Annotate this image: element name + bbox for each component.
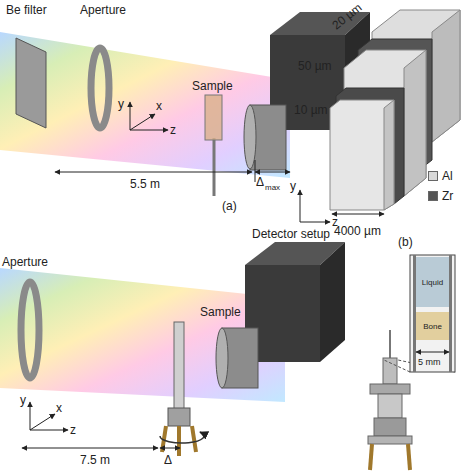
region-label: Liquid [422,278,443,287]
label: Aperture [2,256,48,268]
axis-z [130,130,168,131]
label: Sample [192,80,233,92]
label: z [170,124,176,136]
holder-part [374,418,406,436]
label: max [265,184,280,192]
label: y [20,394,26,406]
al-block-side [384,100,394,210]
al-block [330,100,394,210]
sample-plate [205,95,222,140]
label: (b) [398,236,413,248]
tube-wall [449,255,452,372]
axis-z [30,430,68,431]
x-ray-beam [0,32,290,178]
sample-tube [174,322,184,412]
dimension-line [160,448,180,449]
holder-part [383,358,397,384]
step-wedge [330,10,460,210]
axis-x [30,414,55,430]
region-label: Bone [423,322,442,331]
holder-capillary [389,330,391,360]
label: z [332,216,338,228]
al-step-side [432,10,460,142]
label: 7.5 m [80,454,110,466]
dimension-line [332,214,384,215]
dimension-line [416,352,449,353]
label: 10 µm [294,104,328,116]
label: 50 µm [298,60,332,72]
label: 4000 µm [334,225,381,237]
holder-flange [370,384,410,394]
axis-y [130,102,131,130]
holder-base [368,436,412,444]
detector-side [320,242,345,362]
legend-entry: Al [428,170,468,184]
rotation-arrow [160,432,204,443]
al-step-side [404,50,426,196]
dimension-tick [255,160,256,182]
label: y [118,98,124,110]
label: 5 mm [418,358,441,367]
label: Aperture [80,4,126,16]
label: x [156,100,162,112]
label: y [290,180,296,192]
axis-y [30,402,31,430]
holder-part [378,394,402,418]
be-filter [16,38,46,128]
aperture-ring [91,48,109,128]
legend-text: Zr [442,190,453,202]
legend-swatch [428,171,438,181]
axis-x [130,114,155,130]
label: Sample [200,306,241,318]
label: z [70,424,76,436]
holder-leg [408,444,410,470]
aperture-ring [21,282,39,378]
sample-region: Liquid [416,257,449,307]
legend-entry: Zr [428,190,468,204]
holder-leg [177,426,181,456]
holder-leg [370,444,372,470]
zoom-box [410,255,455,372]
label: 5.5 m [130,178,160,190]
holder-leg [192,426,196,452]
label: Δ [256,176,264,188]
legend-swatch [428,191,438,201]
holder-drawing [368,330,412,470]
sample-region: Bone [416,312,449,340]
axis-y [300,190,301,222]
x-ray-beam [0,268,285,402]
label: Detector setup [252,228,330,240]
legend-text: Al [442,170,453,182]
zoom-line [384,360,410,372]
sample-rod [213,138,216,196]
dimension-line [22,448,158,449]
label: (a) [222,200,237,212]
dimension-line [255,172,290,173]
axis-z [300,222,330,223]
detector-lens-face [216,328,228,388]
detector-lens-face [244,105,256,169]
dimension-line [55,172,252,173]
sample-holder [168,408,190,426]
label: x [56,402,62,414]
label: Δ [164,454,172,466]
label: Be filter [6,4,47,16]
